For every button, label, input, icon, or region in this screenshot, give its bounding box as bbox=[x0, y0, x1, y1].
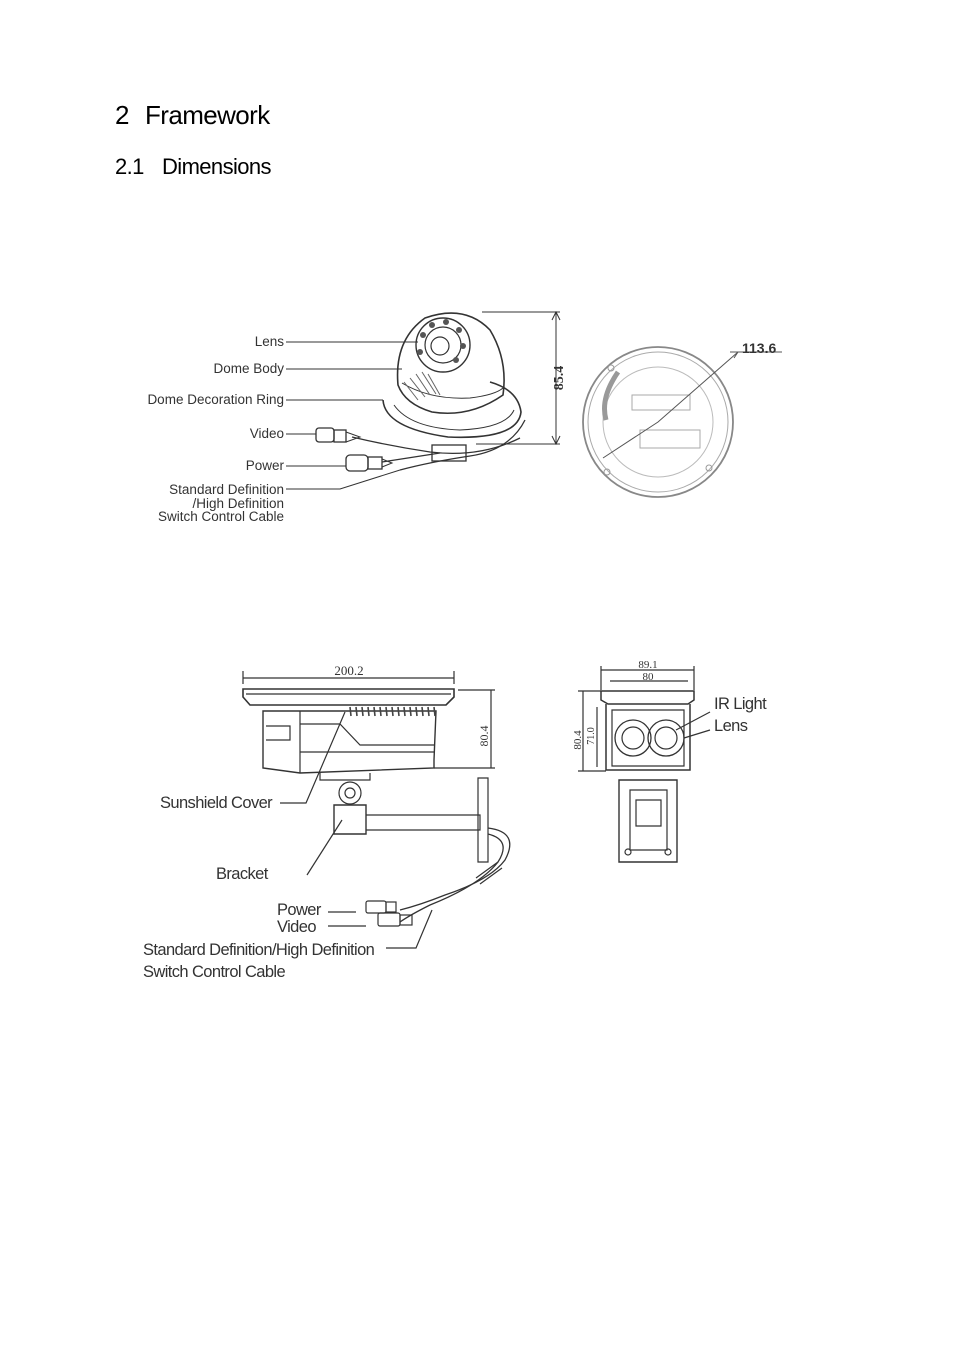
bullet-labels: Sunshield Cover Bracket Power Video Stan… bbox=[143, 695, 768, 981]
section-heading: 2 Framework bbox=[115, 100, 270, 131]
video-label: Video bbox=[250, 426, 284, 441]
dome-diameter-dimension: 113.6 bbox=[742, 340, 776, 356]
dome-labels: Lens Dome Body Dome Decoration Ring Vide… bbox=[147, 334, 284, 524]
bullet-camera-figure bbox=[242, 666, 711, 949]
dome-body-label: Dome Body bbox=[213, 361, 284, 376]
ir-light-label: IR Light bbox=[714, 695, 767, 713]
switch-cable-label-1: Standard Definition bbox=[169, 482, 284, 497]
front-outer-width-dimension: 89.1 bbox=[638, 659, 657, 671]
side-height-dimension: 80.4 bbox=[477, 726, 491, 747]
front-inner-height-dimension: 71.0 bbox=[586, 727, 597, 745]
bullet-switch-label-1: Standard Definition/High Definition bbox=[143, 941, 375, 959]
sunshield-label: Sunshield Cover bbox=[160, 794, 273, 812]
lens-label: Lens bbox=[255, 334, 285, 349]
front-lens-label: Lens bbox=[714, 717, 748, 735]
subsection-heading: 2.1 Dimensions bbox=[115, 154, 272, 180]
front-height-dimension: 80.4 bbox=[572, 730, 584, 750]
dome-camera-figure bbox=[286, 310, 782, 498]
front-inner-width-dimension: 80 bbox=[643, 671, 655, 683]
bullet-power-label: Power bbox=[277, 901, 322, 919]
power-label: Power bbox=[246, 458, 285, 473]
bullet-switch-label-2: Switch Control Cable bbox=[143, 963, 285, 981]
dome-height-dimension: 85.4 bbox=[552, 366, 567, 391]
bullet-dimensions: 200.2 80.4 89.1 80 80.4 71.0 bbox=[334, 659, 657, 750]
section-title: Framework bbox=[145, 100, 270, 130]
length-dimension: 200.2 bbox=[334, 663, 363, 678]
subsection-number: 2.1 bbox=[115, 154, 144, 179]
switch-cable-label-2: /High Definition bbox=[192, 496, 284, 511]
switch-cable-label-3: Switch Control Cable bbox=[158, 509, 284, 524]
section-number: 2 bbox=[115, 100, 129, 130]
subsection-title: Dimensions bbox=[162, 154, 272, 179]
decoration-ring-label: Dome Decoration Ring bbox=[147, 392, 284, 407]
bracket-label: Bracket bbox=[216, 865, 269, 883]
bullet-video-label: Video bbox=[277, 918, 316, 936]
